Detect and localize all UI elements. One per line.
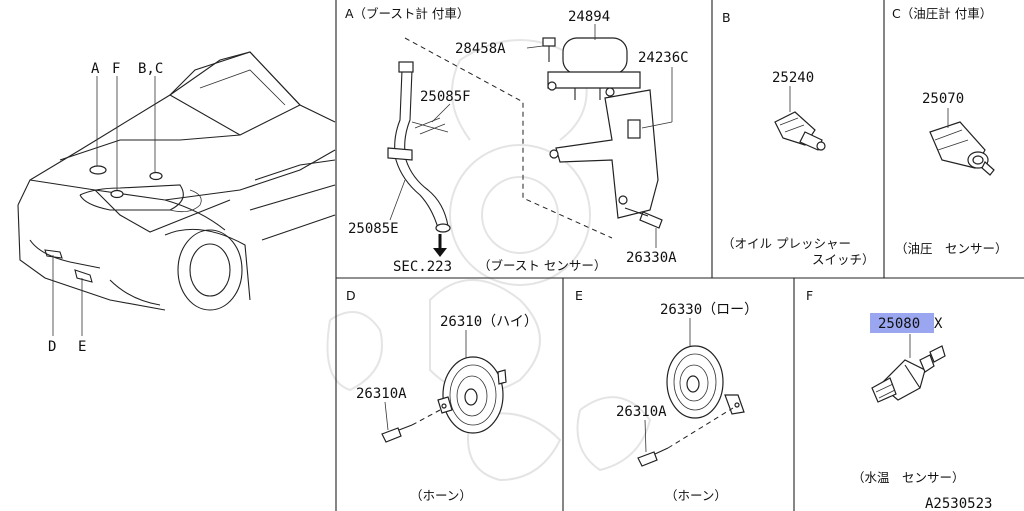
section-c-title: C（油圧計 付車）: [892, 6, 992, 21]
caption-oil-sensor: （油圧 センサー）: [895, 241, 1008, 256]
bolt-26310a-d: [381, 409, 441, 443]
section-b: B 25240 （オイル プレッシャー スイッチ）: [722, 10, 875, 267]
vacuum-hose: [387, 61, 451, 233]
section-d: D 26310（ハイ） 26310A （ホーン）: [346, 288, 538, 503]
down-arrow-icon: [433, 234, 447, 257]
label-26330: 26330（ロー）: [660, 302, 758, 318]
label-25080-suffix: X: [934, 316, 943, 332]
label-26310a-e: 26310A: [616, 404, 667, 420]
water-temp-sensor: [871, 345, 946, 403]
caption-oil-switch-1: （オイル プレッシャー: [722, 236, 851, 251]
bolt-26330a: [624, 207, 663, 229]
label-25070: 25070: [922, 91, 964, 107]
horn-high: [437, 356, 507, 434]
oil-pressure-switch: [774, 111, 826, 151]
bolt-28458a: [542, 37, 556, 62]
label-sec223: SEC.223: [393, 259, 452, 275]
label-25080-highlight: 25080: [878, 316, 920, 332]
horn-low: [666, 345, 745, 419]
boost-sensor: [547, 37, 641, 100]
label-26310: 26310（ハイ）: [440, 314, 538, 330]
label-25085e: 25085E: [348, 221, 399, 237]
section-a-title: A（ブースト計 付車）: [345, 6, 469, 21]
caption-oil-switch-2: スイッチ）: [812, 252, 875, 267]
label-24894: 24894: [568, 9, 610, 25]
section-e: E 26330（ロー） 26310A （ホーン）: [575, 288, 758, 503]
callout-f: F: [112, 61, 120, 77]
label-28458a: 28458A: [455, 41, 506, 57]
section-a: A（ブースト計 付車）: [345, 6, 689, 275]
car-overview: A F B,C D E: [17, 51, 336, 355]
oil-pressure-sensor: [929, 121, 995, 176]
figure-id: A2530523: [925, 496, 992, 511]
section-e-title: E: [575, 288, 583, 303]
caption-boost-sensor: （ブースト センサー）: [478, 258, 606, 273]
caption-horn-e: （ホーン）: [665, 488, 727, 503]
section-c: C（油圧計 付車） 25070 （油圧 センサー）: [892, 6, 1008, 256]
callout-d: D: [48, 339, 56, 355]
part-number-highlight: [870, 313, 934, 333]
label-25240: 25240: [772, 70, 814, 86]
label-26330a: 26330A: [626, 250, 677, 266]
panel-grid: [335, 0, 1024, 511]
callout-e: E: [78, 339, 86, 355]
label-25085f: 25085F: [420, 89, 471, 105]
section-d-title: D: [346, 288, 356, 303]
caption-water-sensor: （水温 センサー）: [852, 470, 965, 485]
label-24236c: 24236C: [638, 50, 689, 66]
section-f-title: F: [806, 288, 813, 303]
label-26310a-d: 26310A: [356, 386, 407, 402]
callout-bc: B,C: [138, 61, 163, 77]
section-f: F 25080 X （水温 センサー） A2530523: [806, 288, 992, 511]
section-b-title: B: [722, 10, 731, 25]
bolt-26310a-e: [637, 407, 734, 467]
sensor-bracket: [549, 89, 659, 219]
callout-a: A: [91, 61, 100, 77]
caption-horn-d: （ホーン）: [410, 488, 472, 503]
